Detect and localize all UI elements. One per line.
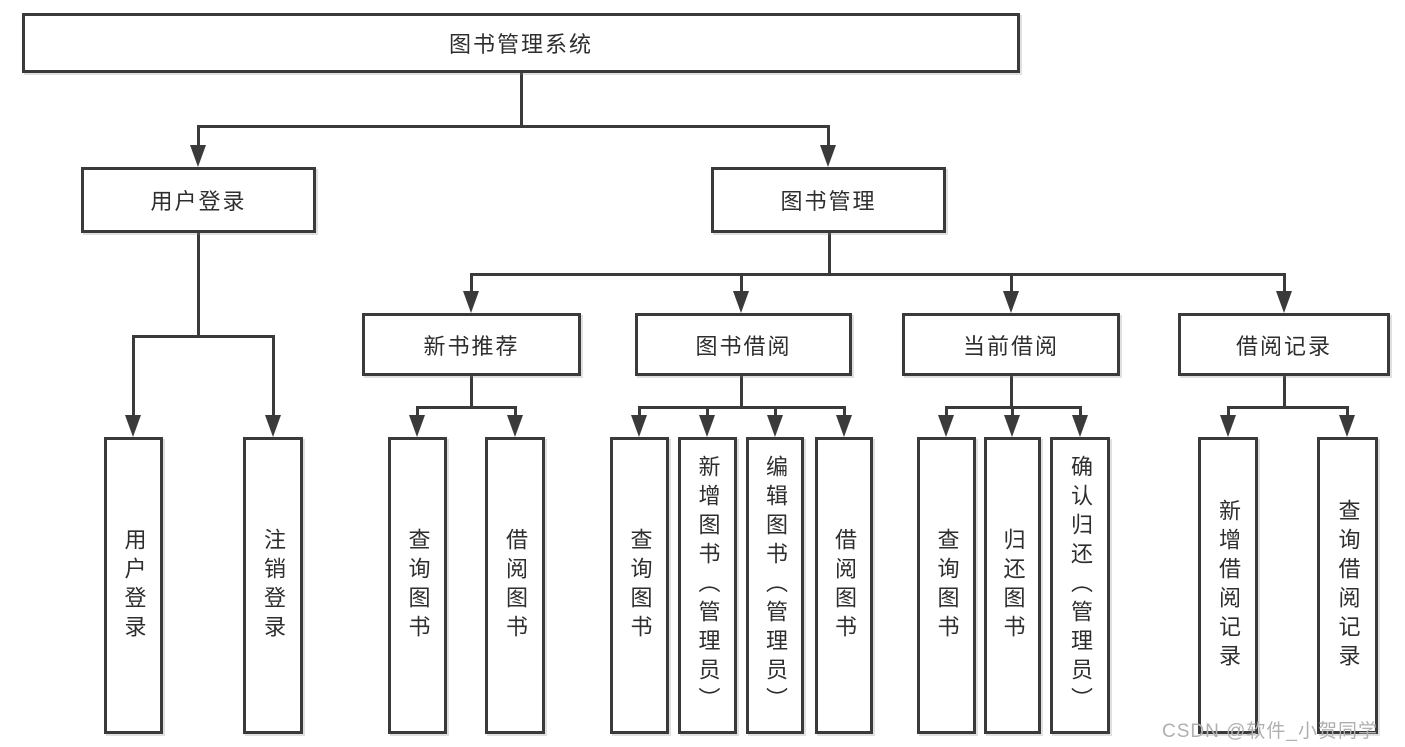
connector-shaft-book-borrow-3 [842,406,846,423]
node-label-leaf-login: 用户登录 [121,527,147,644]
node-label-leaf-nb-query: 查询图书 [405,527,431,644]
node-leaf-br-add: 新增借阅记录 [1198,437,1258,734]
node-leaf-cb-query: 查询图书 [917,437,976,734]
node-root: 图书管理系统 [22,13,1020,73]
arrow-down-icon [767,415,783,437]
node-book-borrow: 图书借阅 [635,313,852,376]
connector-shaft-book-borrow-2 [773,406,777,423]
connector-shaft-new-book-rec-1 [513,406,517,423]
node-book-mgmt: 图书管理 [711,167,946,233]
connector-rail-user-login [131,335,275,338]
node-label-leaf-nb-borrow: 借阅图书 [503,527,528,644]
connector-shaft-current-borrow-0 [944,406,948,423]
node-label-leaf-cb-confirm: 确认归还（管理员） [1068,455,1093,716]
csdn-watermark: CSDN @软件_小贺同学 [1162,721,1378,742]
node-label-leaf-br-query: 查询借阅记录 [1335,498,1361,673]
node-label-root: 图书管理系统 [448,32,593,57]
connector-rail-book-borrow [637,406,846,409]
node-label-book-borrow: 图书借阅 [695,333,792,359]
node-label-new-book-rec: 新书推荐 [423,333,520,359]
connector-shaft-book-mgmt-2 [1009,273,1013,299]
connector-stem-new-book-rec [469,376,473,409]
arrow-down-icon [1072,415,1088,437]
arrow-down-icon [463,291,479,313]
connector-shaft-book-mgmt-1 [739,273,743,299]
node-leaf-nb-query: 查询图书 [388,437,447,734]
connector-shaft-borrow-records-1 [1345,406,1349,423]
node-label-leaf-bb-borrow: 借阅图书 [832,527,857,644]
connector-shaft-user-login-1 [271,335,275,423]
node-user-login: 用户登录 [81,167,316,233]
arrow-down-icon [265,415,281,437]
arrow-down-icon [836,415,852,437]
connector-shaft-root-1 [826,125,830,153]
arrow-down-icon [125,415,141,437]
arrow-down-icon [1339,415,1355,437]
arrow-down-icon [507,415,523,437]
connector-stem-book-mgmt [827,233,831,276]
arrow-down-icon [733,291,749,313]
node-label-leaf-bb-query: 查询图书 [627,527,653,644]
arrow-down-icon [1276,291,1292,313]
node-leaf-cb-confirm: 确认归还（管理员） [1050,437,1110,734]
arrow-down-icon [190,145,206,167]
node-leaf-nb-borrow: 借阅图书 [485,437,545,734]
arrow-down-icon [938,415,954,437]
node-label-book-mgmt: 图书管理 [780,189,877,214]
arrow-down-icon [699,415,715,437]
connector-shaft-book-mgmt-0 [469,273,473,299]
node-label-leaf-bb-edit: 编辑图书（管理员） [763,455,788,716]
connector-shaft-current-borrow-2 [1078,406,1082,423]
connector-shaft-root-0 [196,125,200,153]
node-label-leaf-cb-query: 查询图书 [934,527,960,644]
connector-shaft-new-book-rec-0 [415,406,419,423]
connector-shaft-book-borrow-0 [637,406,641,423]
node-leaf-logout: 注销登录 [243,437,303,734]
arrow-down-icon [631,415,647,437]
node-label-leaf-logout: 注销登录 [261,527,286,644]
connector-rail-borrow-records [1226,406,1349,409]
connector-shaft-borrow-records-0 [1226,406,1230,423]
node-leaf-bb-edit: 编辑图书（管理员） [746,437,804,734]
node-label-borrow-records: 借阅记录 [1235,333,1332,359]
connector-stem-user-login [196,233,200,338]
node-leaf-login: 用户登录 [104,437,163,734]
node-label-leaf-bb-add: 新增图书（管理员） [695,455,721,716]
node-label-leaf-cb-return: 归还图书 [1000,527,1026,644]
node-leaf-bb-borrow: 借阅图书 [815,437,873,734]
node-leaf-bb-add: 新增图书（管理员） [678,437,737,734]
node-label-current-borrow: 当前借阅 [962,333,1059,359]
arrow-down-icon [409,415,425,437]
connector-shaft-book-mgmt-3 [1282,273,1286,299]
connector-shaft-current-borrow-1 [1010,406,1014,423]
connector-stem-borrow-records [1282,376,1286,409]
connector-rail-new-book-rec [415,406,517,409]
connector-shaft-book-borrow-1 [705,406,709,423]
arrow-down-icon [1220,415,1236,437]
connector-rail-root [196,125,830,128]
node-label-leaf-br-add: 新增借阅记录 [1216,498,1241,673]
node-leaf-bb-query: 查询图书 [610,437,669,734]
connector-stem-root [519,73,523,128]
node-label-user-login: 用户登录 [150,189,247,214]
node-leaf-cb-return: 归还图书 [984,437,1041,734]
connector-rail-book-mgmt [469,273,1286,276]
arrow-down-icon [820,145,836,167]
arrow-down-icon [1004,415,1020,437]
node-current-borrow: 当前借阅 [902,313,1120,376]
node-leaf-br-query: 查询借阅记录 [1317,437,1378,734]
connector-stem-book-borrow [739,376,743,409]
node-borrow-records: 借阅记录 [1178,313,1390,376]
connector-shaft-user-login-0 [131,335,135,423]
arrow-down-icon [1003,291,1019,313]
node-new-book-rec: 新书推荐 [362,313,581,376]
connector-stem-current-borrow [1009,376,1013,409]
